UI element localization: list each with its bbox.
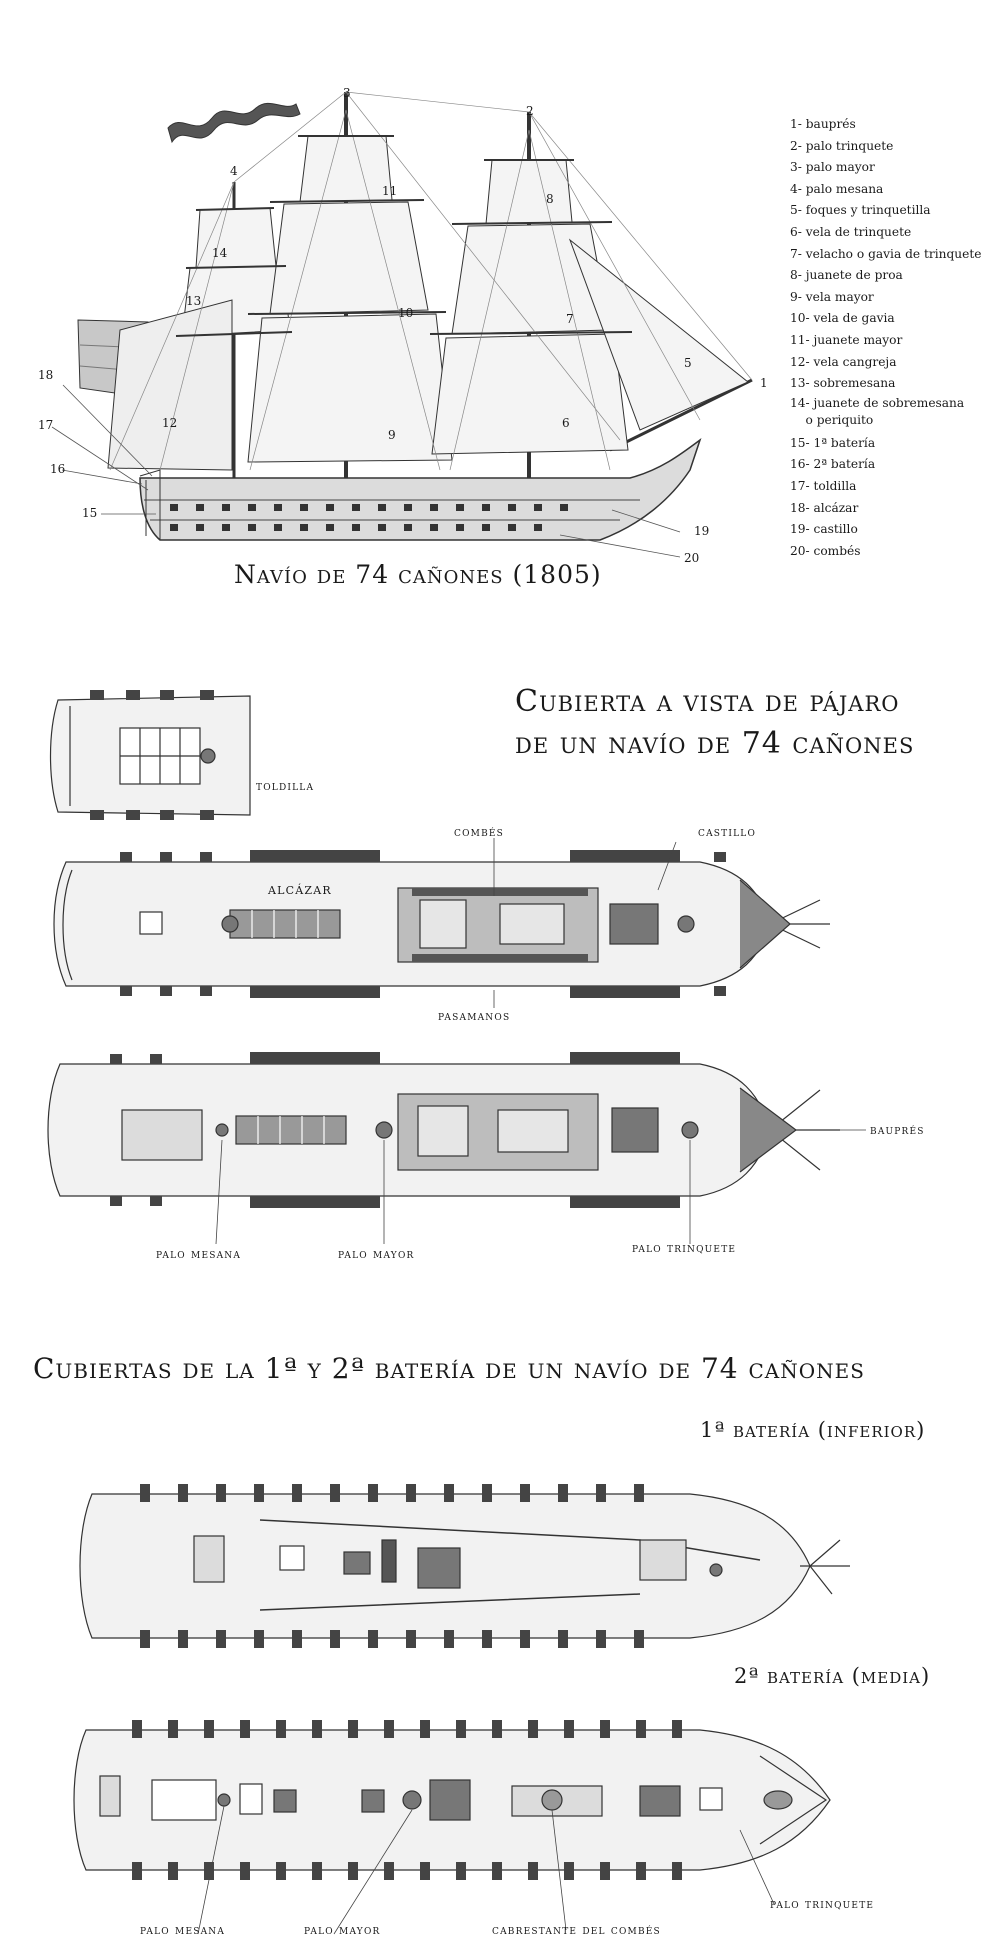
b2-label-palo-mesana: palo mesana	[140, 1922, 226, 1937]
ship-number: 19	[694, 524, 710, 538]
legend-item: 16- 2ª batería	[790, 457, 876, 472]
legend-item: 10- vela de gavia	[790, 311, 895, 326]
ship-number: 4	[230, 164, 238, 178]
legend-item: 12- vela cangreja	[790, 354, 897, 369]
legend-item: 19- castillo	[790, 522, 858, 537]
legend-item: 9- vela mayor	[790, 289, 874, 304]
ship-number: 15	[82, 506, 98, 520]
batteries-title: Cubiertas de la 1ª y 2ª batería de un na…	[33, 1352, 865, 1385]
label-castillo: castillo	[698, 824, 757, 839]
battery2-title: 2ª batería (media)	[734, 1664, 931, 1688]
ship-number: 3	[343, 86, 351, 100]
ship-number: 17	[38, 418, 54, 432]
ship-number: 14	[212, 246, 228, 260]
legend-item: 20- combés	[790, 543, 861, 558]
hull	[139, 437, 702, 541]
label-pasamanos: pasamanos	[438, 1008, 511, 1023]
legend-item: 8- juanete de proa	[790, 268, 903, 283]
ship-number: 9	[388, 428, 396, 442]
legend-item: 11- juanete mayor	[790, 332, 903, 347]
ship-number: 11	[382, 184, 398, 198]
b2-label-palo-mayor: palo mayor	[304, 1922, 381, 1937]
label-baupres: bauprés	[870, 1122, 925, 1137]
b2-label-cabrestante: cabrestante del combés	[492, 1922, 661, 1937]
label-alcazar: alcázar	[268, 880, 332, 898]
birds-eye-title-1: Cubierta a vista de pájaro	[515, 684, 900, 719]
legend-item: 14- juanete de sobremesana o periquito	[790, 395, 965, 427]
birds-eye-title-2: de un navío de 74 cañones	[515, 726, 915, 761]
label-palo-trinquete: palo trinquete	[632, 1240, 737, 1255]
pennant	[167, 102, 301, 144]
battery1-title: 1ª batería (inferior)	[700, 1418, 926, 1442]
ship-number: 5	[684, 356, 692, 370]
legend-item: 18- alcázar	[790, 500, 859, 515]
legend-item: 13- sobremesana	[790, 376, 896, 391]
ship-number: 18	[38, 368, 54, 382]
ship-number: 10	[398, 306, 414, 320]
ship-number: 8	[546, 192, 554, 206]
ship-number: 7	[566, 312, 574, 326]
label-palo-mayor: palo mayor	[338, 1246, 415, 1261]
b2-label-palo-trinquete: palo trinquete	[770, 1896, 875, 1911]
legend-item: 1- bauprés	[790, 117, 856, 131]
legend-item: 5- foques y trinquetilla	[790, 203, 931, 218]
bowsprit	[609, 378, 753, 452]
legend-item: 7- velacho o gavia de trinquete	[790, 246, 982, 261]
ship-number: 16	[50, 462, 66, 476]
legend-item: 15- 1ª batería	[790, 435, 876, 450]
legend-item: 3- palo mayor	[790, 160, 875, 175]
label-palo-mesana: palo mesana	[156, 1246, 242, 1261]
ship-number: 12	[162, 416, 178, 430]
legend-item: 4- palo mesana	[790, 181, 884, 196]
legend-item: 6- vela de trinquete	[790, 224, 912, 239]
label-toldilla: toldilla	[256, 778, 315, 793]
label-combes: combés	[454, 824, 505, 839]
ship-number: 13	[186, 294, 202, 308]
ship-number: 6	[562, 416, 570, 430]
legend-item: 2- palo trinquete	[790, 138, 894, 153]
ship-number: 2	[526, 104, 534, 118]
ship-title: Navío de 74 cañones (1805)	[234, 560, 602, 589]
ship-number: 1	[760, 376, 768, 390]
ship-number: 20	[684, 551, 700, 565]
ship-legend: 1- bauprés 2- palo trinquete 3- palo may…	[790, 114, 995, 562]
legend-item: 17- toldilla	[790, 478, 857, 493]
